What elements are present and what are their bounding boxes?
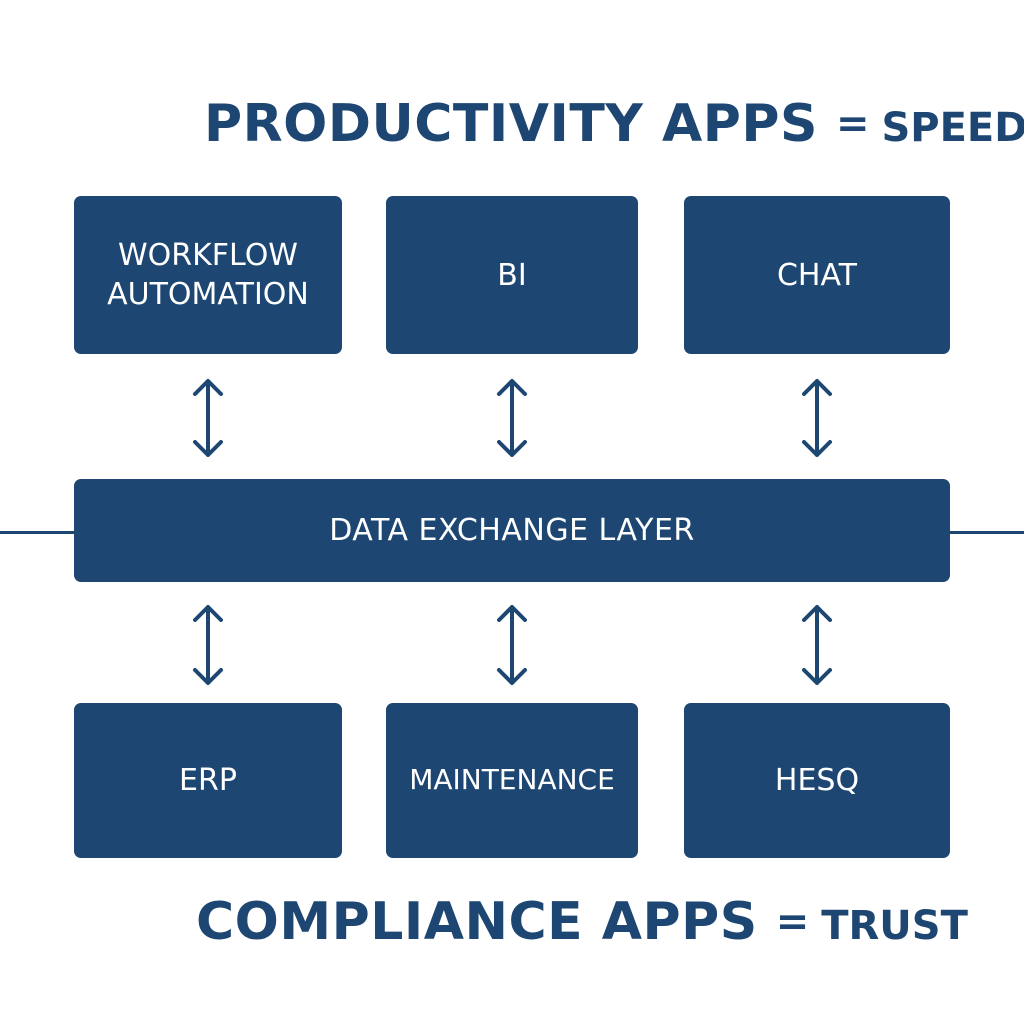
data-exchange-layer-label: DATA EXCHANGE LAYER bbox=[329, 513, 695, 548]
double-arrow-icon bbox=[802, 605, 832, 685]
layer-connector-left bbox=[0, 531, 74, 534]
chat-box: CHAT bbox=[684, 196, 950, 354]
productivity-heading-equals: = bbox=[835, 101, 870, 147]
compliance-heading-value: TRUST bbox=[821, 903, 968, 949]
productivity-heading-value: SPEED bbox=[881, 105, 1024, 151]
erp-box: ERP bbox=[74, 703, 342, 858]
compliance-heading-title: COMPLIANCE APPS bbox=[196, 892, 758, 952]
hesq-label: HESQ bbox=[774, 763, 860, 798]
compliance-heading-equals: = bbox=[775, 899, 810, 945]
bi-label: BI bbox=[497, 257, 527, 293]
workflow-automation-box: WORKFLOW AUTOMATION bbox=[74, 196, 342, 354]
double-arrow-icon bbox=[497, 379, 527, 457]
layer-connector-right bbox=[950, 531, 1024, 534]
compliance-heading: COMPLIANCE APPS=TRUST bbox=[196, 896, 968, 948]
double-arrow-icon bbox=[497, 605, 527, 685]
productivity-heading: PRODUCTIVITY APPS=SPEED bbox=[204, 98, 1024, 150]
double-arrow-icon bbox=[193, 379, 223, 457]
hesq-box: HESQ bbox=[684, 703, 950, 858]
erp-label: ERP bbox=[179, 763, 237, 798]
maintenance-box: MAINTENANCE bbox=[386, 703, 638, 858]
workflow-automation-label: WORKFLOW AUTOMATION bbox=[107, 238, 309, 312]
double-arrow-icon bbox=[802, 379, 832, 457]
maintenance-label: MAINTENANCE bbox=[409, 763, 615, 797]
chat-label: CHAT bbox=[776, 257, 858, 293]
double-arrow-icon bbox=[193, 605, 223, 685]
productivity-heading-title: PRODUCTIVITY APPS bbox=[204, 94, 818, 154]
bi-box: BI bbox=[386, 196, 638, 354]
data-exchange-layer-box: DATA EXCHANGE LAYER bbox=[74, 479, 950, 582]
